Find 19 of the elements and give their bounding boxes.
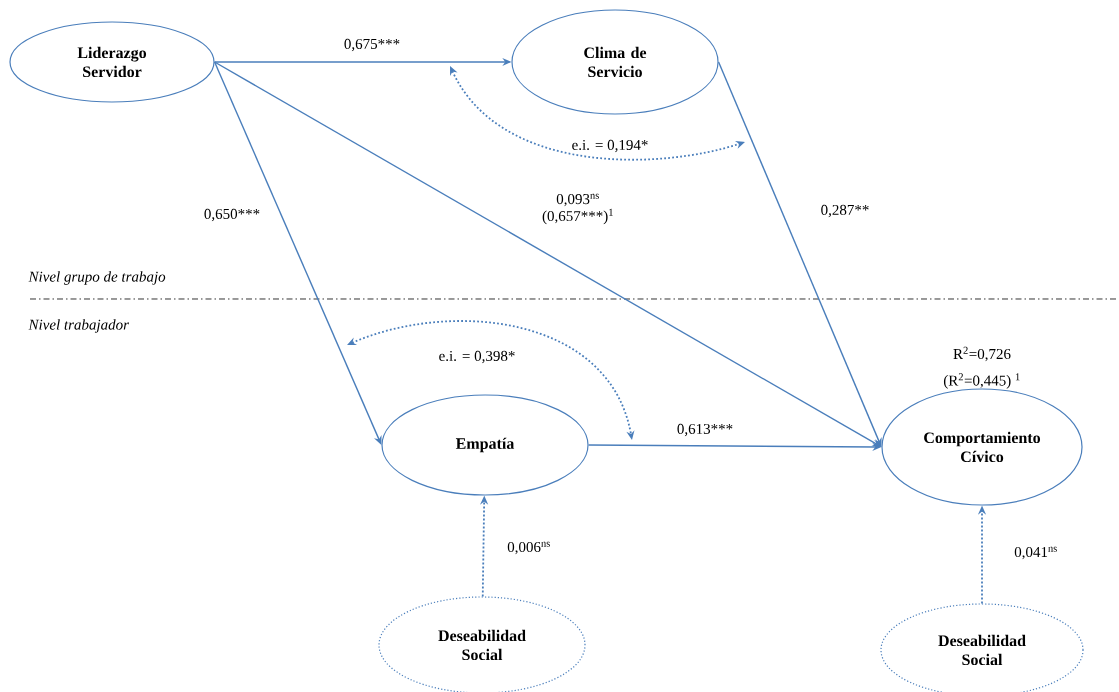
ellipse-node: Clima de Servicio — [511, 9, 719, 115]
arrow — [213, 61, 382, 445]
edge-label: 0,650*** — [202, 207, 262, 223]
edge-label: 0,287** — [819, 203, 871, 219]
edge-label: 0,093$^{ns}$ (0,657***)$^{1}$ — [529, 192, 627, 226]
edge-label: 0,041$^{ns}$ — [1013, 545, 1059, 561]
edge-label: 0,006$^{ns}$ — [506, 540, 552, 556]
correlation-label: e.i. = 0,194* — [570, 138, 650, 154]
level-label: Nivel trabajador — [28, 319, 129, 333]
ellipse-node: Comportamiento Cívico — [881, 388, 1083, 506]
correlation-label: e.i. = 0,398* — [437, 349, 517, 365]
edge-label: 0,675*** — [342, 37, 402, 53]
r-squared-label: R$^{2}$=0,726 — [953, 346, 1011, 362]
level-label: Nivel grupo de trabajo — [28, 271, 166, 285]
edge-label: 0,613*** — [675, 422, 735, 438]
arrow — [717, 61, 882, 447]
ellipse-node: Liderazgo Servidor — [9, 21, 215, 103]
ellipse-node: Empatía — [381, 394, 589, 496]
r-squared-label: (R$^{2}$=0,445) $^{1}$ — [943, 373, 1020, 389]
